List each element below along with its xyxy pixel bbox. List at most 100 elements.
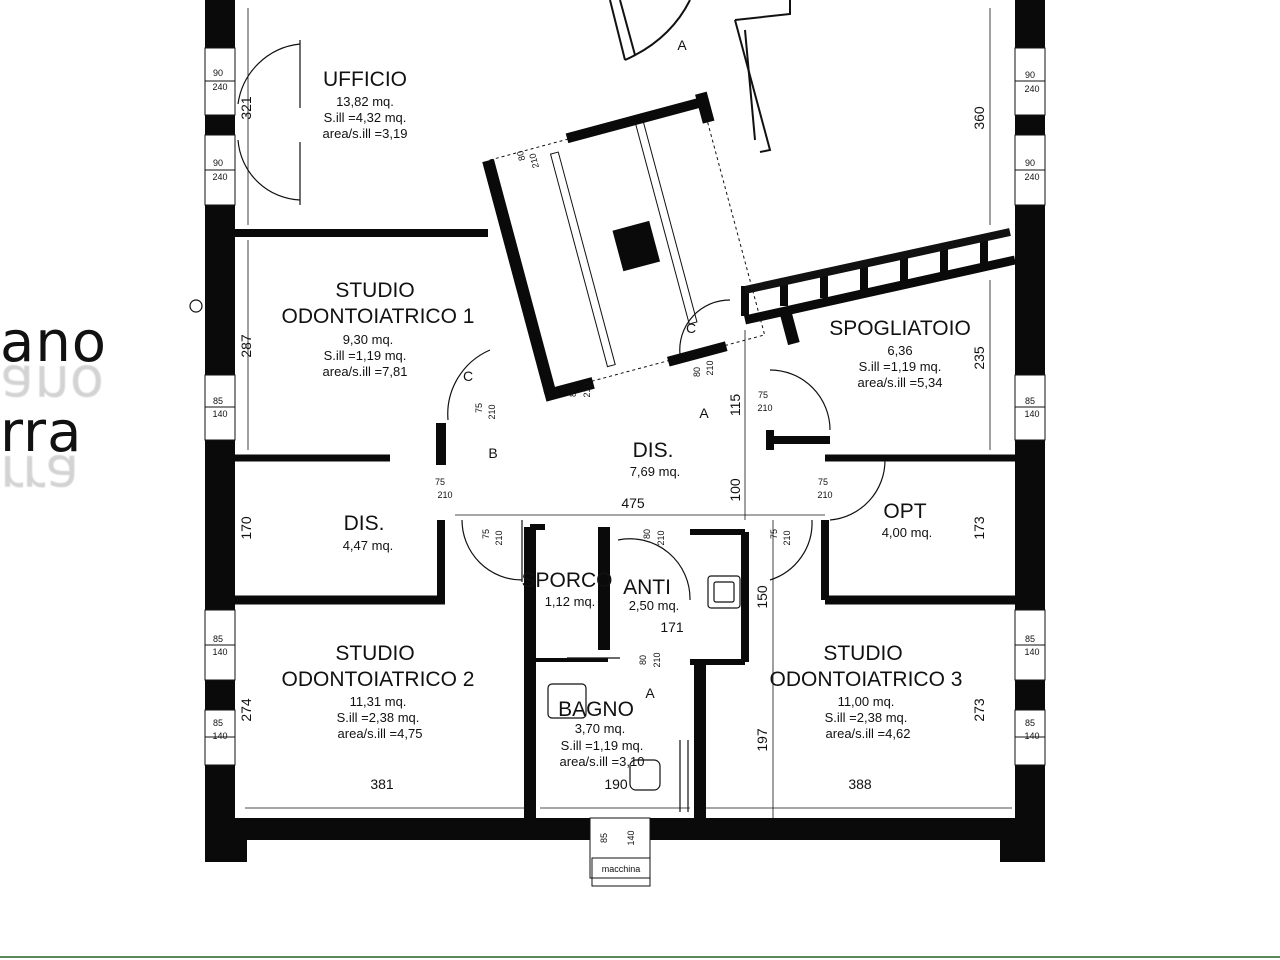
room-ufficio: UFFICIO 13,82 mq. S.ill =4,32 mq. area/s… (323, 68, 408, 141)
door-swings (237, 40, 886, 659)
room-bagno-ratio: area/s.ill =3,10 (560, 754, 645, 769)
dim-190: 190 (604, 776, 628, 792)
marker-a: A (677, 37, 687, 53)
window-label: 90 (213, 158, 223, 168)
fixtures (189, 299, 741, 812)
door-labels: 80 210 75 210 80 210 80 210 75 210 75 21… (435, 150, 833, 668)
door-label: 210 (437, 490, 452, 500)
room-bagno: BAGNO 3,70 mq. S.ill =1,19 mq. area/s.il… (558, 698, 644, 769)
dimension-texts: 321 360 287 235 170 173 274 273 475 115 … (238, 96, 987, 792)
room-ufficio-ratio: area/s.ill =3,19 (323, 126, 408, 141)
room-studio1-name1: STUDIO (335, 279, 414, 302)
room-spogliatoio-area: 6,36 (887, 343, 912, 358)
room-dis-small-area: 4,47 mq. (343, 538, 394, 553)
marker-c: C (686, 320, 696, 336)
door-label: 210 (757, 403, 772, 413)
dim-475: 475 (621, 495, 645, 511)
window-label: 240 (1024, 172, 1039, 182)
room-studio2-sill: S.ill =2,38 mq. (337, 710, 420, 725)
room-studio-1: STUDIO ODONTOIATRICO 1 9,30 mq. S.ill =1… (282, 279, 475, 379)
window-label: 140 (1024, 647, 1039, 657)
door-label: 75 (435, 477, 445, 487)
room-studio3-name1: STUDIO (823, 642, 902, 665)
room-studio-2: STUDIO ODONTOIATRICO 2 11,31 mq. S.ill =… (282, 642, 475, 741)
door-label: 80 (642, 529, 652, 539)
side-title-line2: rra (0, 400, 83, 465)
marker-a: A (645, 685, 655, 701)
window-label: 85 (599, 833, 609, 843)
dim-287: 287 (238, 334, 254, 358)
door-label: 210 (487, 404, 497, 419)
room-spogliatoio-name: SPOGLIATOIO (829, 317, 971, 340)
door-label: 210 (817, 490, 832, 500)
room-dis-small-name: DIS. (344, 512, 385, 535)
room-ufficio-name: UFFICIO (323, 68, 407, 91)
window-label: 90 (1025, 70, 1035, 80)
dim-235: 235 (971, 346, 987, 370)
window-label: 85 (1025, 634, 1035, 644)
dim-100: 100 (727, 478, 743, 502)
marker-b: B (488, 445, 497, 461)
room-studio1-name2: ODONTOIATRICO 1 (282, 305, 475, 328)
room-studio3-name2: ODONTOIATRICO 3 (770, 668, 963, 691)
window-label: 140 (212, 409, 227, 419)
side-title-line1: ano (0, 310, 108, 375)
room-spogliatoio-sill: S.ill =1,19 mq. (859, 359, 942, 374)
stair-steps (741, 228, 1011, 316)
windows (204, 47, 1046, 887)
entrance-walls (609, 0, 791, 153)
door-label: 210 (656, 530, 666, 545)
outer-walls (205, 0, 1045, 862)
marker-c: C (463, 368, 473, 384)
door-label: 75 (481, 529, 491, 539)
window-labels: 90 240 90 240 85 140 85 140 85 140 90 24… (212, 68, 1039, 874)
window-label: 140 (212, 731, 227, 741)
room-anti-name: ANTI (623, 576, 671, 599)
dim-115: 115 (727, 394, 743, 417)
door-label: 210 (705, 360, 715, 375)
room-spogliatoio-ratio: area/s.ill =5,34 (858, 375, 943, 390)
door-label: 75 (818, 477, 828, 487)
markers: A A A B C C (463, 37, 709, 701)
dimension-lines (245, 8, 1012, 818)
window-label: 90 (1025, 158, 1035, 168)
window-label: 85 (213, 396, 223, 406)
door-label: 75 (769, 529, 779, 539)
room-studio2-area: 11,31 mq. (350, 694, 407, 709)
room-sporco-name: SPORCO (521, 569, 612, 592)
room-studio3-ratio: area/s.ill =4,62 (826, 726, 911, 741)
window-label: 85 (213, 718, 223, 728)
window-label: 240 (212, 172, 227, 182)
inner-walls (235, 229, 1016, 820)
dim-321: 321 (238, 96, 254, 120)
side-title-line1-reflection: ano (0, 352, 105, 417)
room-studio2-ratio: area/s.ill =4,75 (338, 726, 423, 741)
room-opt-name: OPT (883, 500, 926, 523)
window-label: 85 (1025, 396, 1035, 406)
bottom-rule (0, 956, 1280, 958)
room-anti: ANTI 2,50 mq. (623, 576, 679, 613)
room-studio2-name1: STUDIO (335, 642, 414, 665)
window-label: 90 (213, 68, 223, 78)
room-dis-small: DIS. 4,47 mq. (343, 512, 394, 553)
door-label: 80 (692, 367, 702, 377)
dim-274: 274 (238, 698, 254, 722)
room-sporco-area: 1,12 mq. (545, 594, 596, 609)
dim-171: 171 (660, 619, 684, 635)
dim-388: 388 (848, 776, 872, 792)
room-studio3-area: 11,00 mq. (838, 694, 895, 709)
room-dis-main-area: 7,69 mq. (630, 464, 681, 479)
dim-381: 381 (370, 776, 394, 792)
room-anti-area: 2,50 mq. (629, 598, 680, 613)
dim-150: 150 (754, 585, 770, 609)
window-label: 140 (1024, 731, 1039, 741)
macchina-label: macchina (602, 864, 641, 874)
dim-173: 173 (971, 516, 987, 540)
door-label: 80 (568, 387, 578, 397)
dim-360: 360 (971, 106, 987, 130)
dim-170: 170 (238, 516, 254, 540)
marker-a: A (699, 405, 709, 421)
door-label: 210 (494, 530, 504, 545)
room-opt: OPT 4,00 mq. (882, 500, 933, 540)
